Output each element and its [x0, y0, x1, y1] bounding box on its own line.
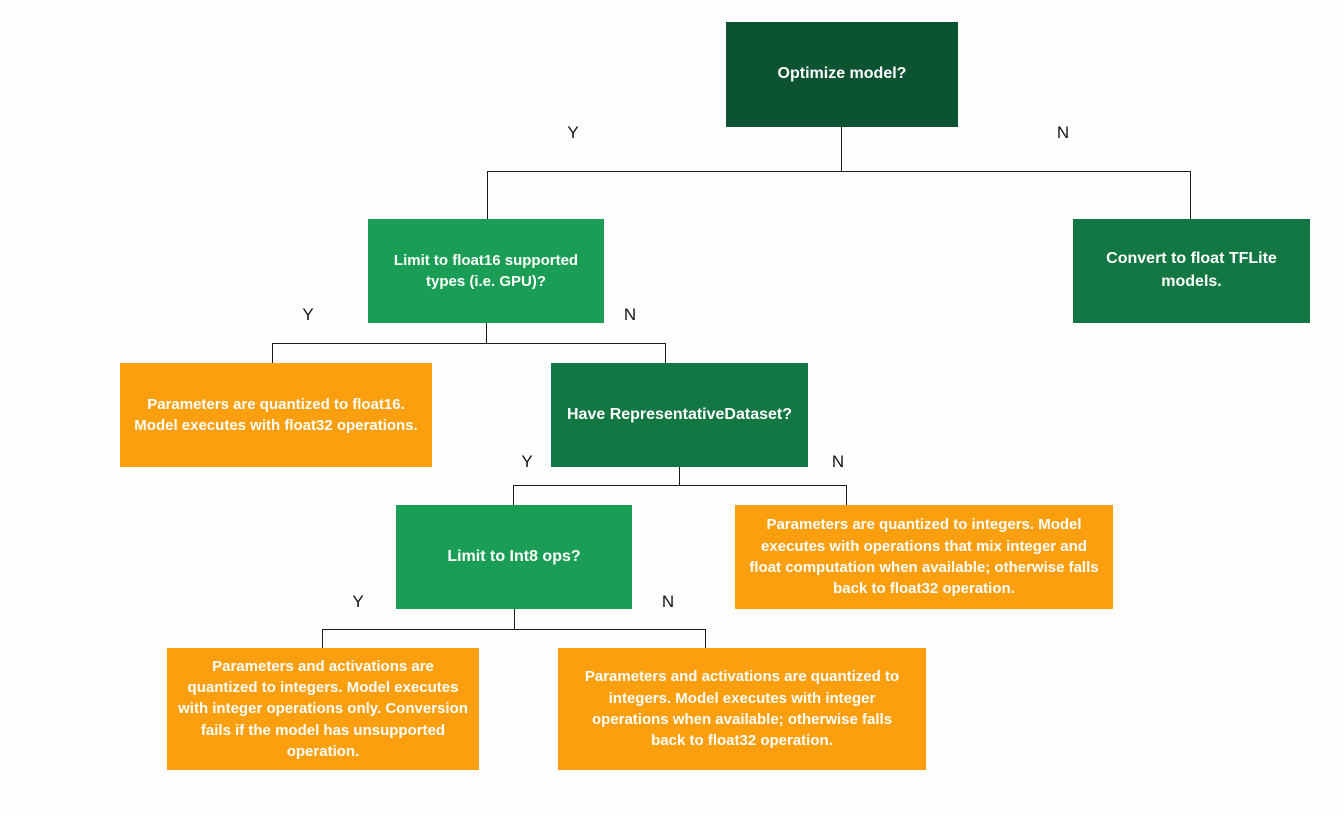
node-limit-float16: Limit to float16 supported types (i.e. G… [368, 219, 604, 323]
connector-float16-yes-drop [272, 343, 273, 363]
connector-int8-stem [514, 609, 515, 629]
node-optimize-model: Optimize model? [726, 22, 958, 127]
edge-label-dataset-yes: Y [521, 452, 533, 471]
connector-root-yes-drop [487, 171, 488, 219]
node-result-integer-fallback: Parameters and activations are quantized… [558, 648, 926, 770]
node-result-float16-quantization: Parameters are quantized to float16. Mod… [120, 363, 432, 467]
connector-dataset-branch [513, 485, 846, 486]
connector-int8-branch [322, 629, 705, 630]
edge-label-root-yes: Y [567, 123, 579, 142]
connector-root-branch [487, 171, 1190, 172]
connector-float16-stem [486, 323, 487, 343]
node-convert-float-tflite: Convert to float TFLite models. [1073, 219, 1310, 323]
connector-root-stem [841, 127, 842, 171]
node-have-representative-dataset: Have RepresentativeDataset? [551, 363, 808, 467]
connector-dataset-no-drop [846, 485, 847, 505]
connector-float16-no-drop [665, 343, 666, 363]
connector-dataset-stem [679, 467, 680, 485]
node-result-integer-only: Parameters and activations are quantized… [167, 648, 479, 770]
edge-label-float16-yes: Y [302, 305, 314, 324]
edge-label-root-no: N [1056, 123, 1070, 142]
node-result-mixed-integer-float: Parameters are quantized to integers. Mo… [735, 505, 1113, 609]
edge-label-float16-no: N [623, 305, 637, 324]
connector-dataset-yes-drop [513, 485, 514, 505]
edge-label-int8-no: N [661, 592, 675, 611]
connector-root-no-drop [1190, 171, 1191, 219]
connector-int8-yes-drop [322, 629, 323, 648]
connector-float16-branch [272, 343, 665, 344]
edge-label-int8-yes: Y [352, 592, 364, 611]
edge-label-dataset-no: N [831, 452, 845, 471]
node-limit-int8-ops: Limit to Int8 ops? [396, 505, 632, 609]
connector-int8-no-drop [705, 629, 706, 648]
